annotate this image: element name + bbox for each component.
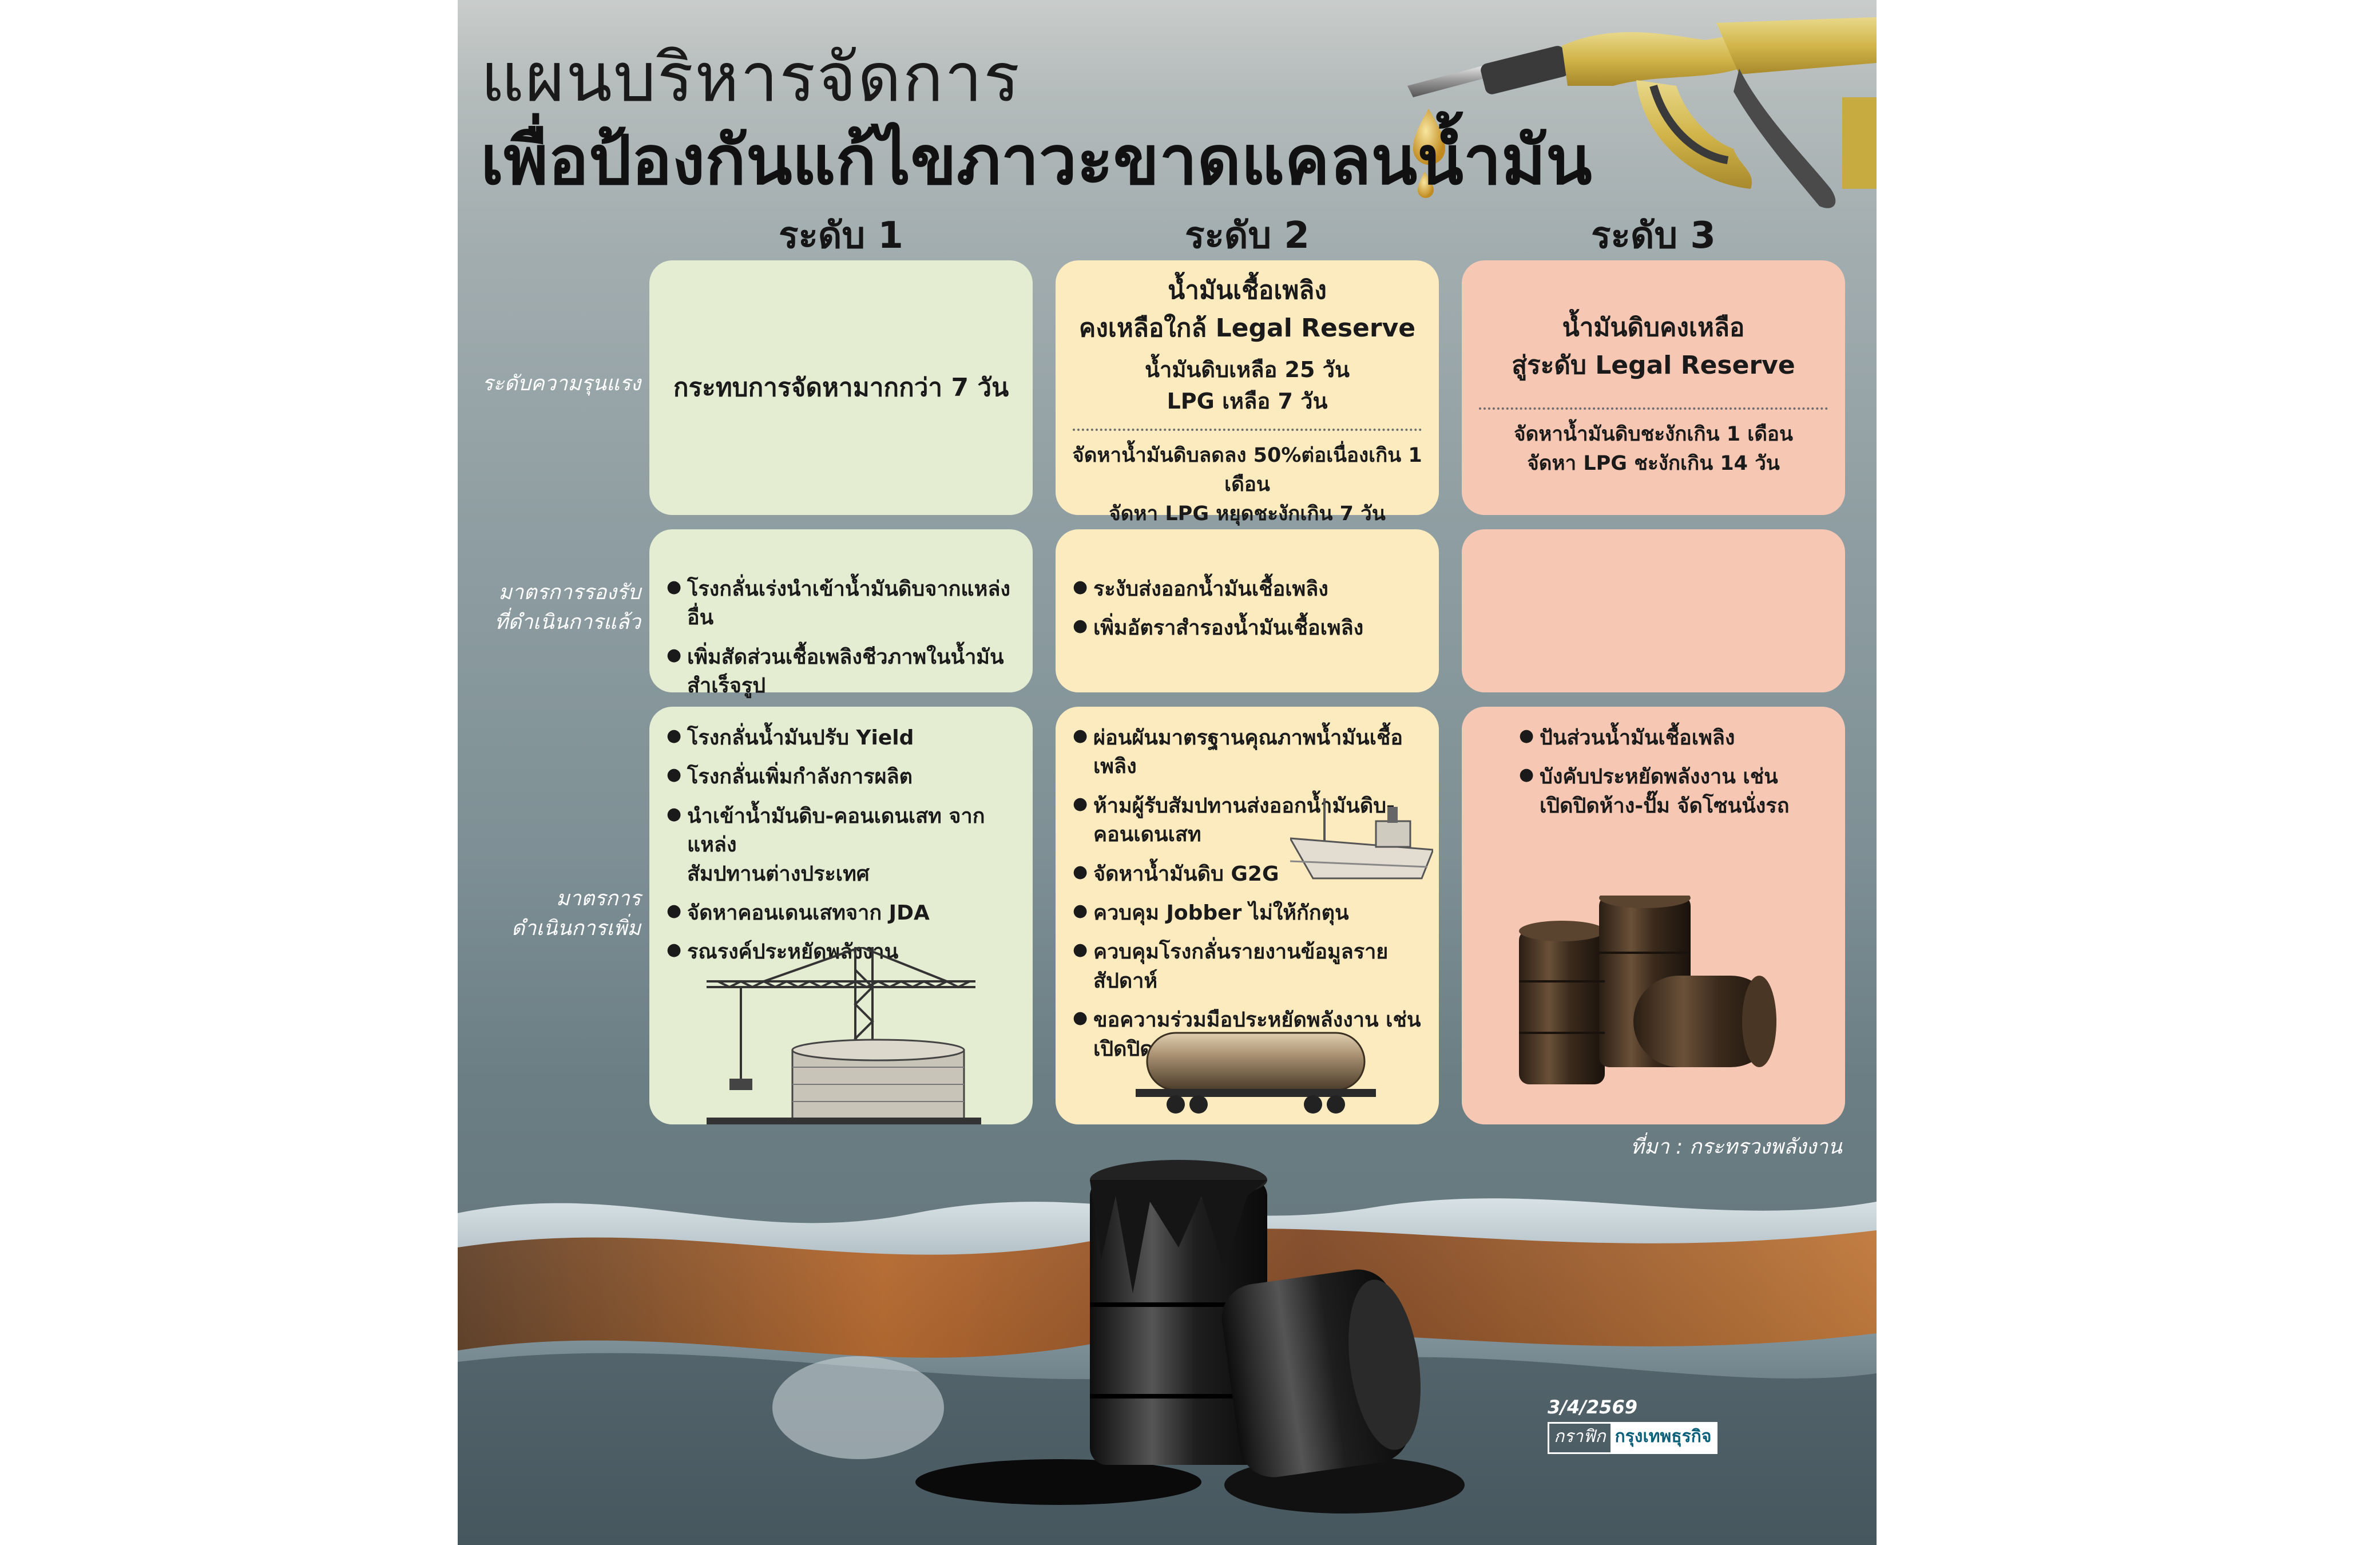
list-item: ควบคุมโรงกลั่นรายงานข้อมูลรายสัปดาห์ xyxy=(1073,938,1433,996)
level-2-header: ระดับ 2 xyxy=(1185,215,1310,257)
infographic-poster: แผนบริหารจัดการ เพื่อป้องกันแก้ไขภาวะขาด… xyxy=(458,0,1877,1545)
title-line-1: แผนบริหารจัดการ xyxy=(481,38,1021,117)
list-item: ห้ามผู้รับสัมปทานส่งออกน้ำมันดิบ- คอนเดน… xyxy=(1073,792,1433,850)
severity-level-2-title-1: น้ำมันเชื้อเพลิง xyxy=(1168,276,1327,305)
row-label-additional-line-2: ดำเนินการเพิ่ม xyxy=(511,917,641,941)
severity-level-1-text: กระทบการจัดหามากกว่า 7 วัน xyxy=(673,373,1009,402)
severity-card-level-1: กระทบการจัดหามากกว่า 7 วัน xyxy=(649,260,1033,515)
severity-level-2-line-3: จัดหาน้ำมันดิบลดลง 50%ต่อเนื่องเกิน 1 เด… xyxy=(1072,444,1422,496)
oil-wave-illustration xyxy=(458,1160,1877,1545)
list-item: จัดหาคอนเดนเสทจาก JDA xyxy=(667,899,1027,928)
severity-card-level-3: น้ำมันดิบคงเหลือ สู่ระดับ Legal Reserve … xyxy=(1462,260,1845,515)
additional-card-level-3: ปันส่วนน้ำมันเชื้อเพลิง บังคับประหยัดพลั… xyxy=(1462,707,1845,1124)
list-item: จัดหาน้ำมันดิบ G2G xyxy=(1073,860,1433,889)
oil-tank-train-car-icon xyxy=(1136,1032,1376,1114)
crane-oil-tank-icon xyxy=(707,947,981,1124)
divider xyxy=(1073,429,1422,431)
fuel-nozzle-icon xyxy=(1407,17,1877,208)
list-item: ผ่อนผันมาตรฐานคุณภาพน้ำมันเชื้อเพลิง xyxy=(1073,724,1433,782)
credit-badge: กราฟิก กรุงเทพธุรกิจ xyxy=(1548,1422,1718,1454)
severity-level-2-line-2: LPG เหลือ 7 วัน xyxy=(1167,389,1328,414)
severity-level-2-title-2: คงเหลือใกล้ Legal Reserve xyxy=(1078,314,1416,343)
level-3-header: ระดับ 3 xyxy=(1591,215,1716,257)
date-label: 3/4/2569 xyxy=(1548,1396,1637,1418)
list-item: นำเข้าน้ำมันดิบ-คอนเดนเสท จากแหล่ง สัมปท… xyxy=(667,802,1027,889)
severity-level-3-title-2: สู่ระดับ Legal Reserve xyxy=(1512,351,1795,380)
oil-barrels-icon xyxy=(1519,896,1776,1084)
severity-level-3-line-2: จัดหา LPG ชะงักเกิน 14 วัน xyxy=(1527,451,1780,475)
credit-label: กราฟิก xyxy=(1554,1427,1606,1447)
row-label-done-line-2: ที่ดำเนินการแล้ว xyxy=(494,611,641,635)
row-label-done: มาตรการรองรับ ที่ดำเนินการแล้ว xyxy=(475,578,641,637)
done-card-level-3 xyxy=(1462,529,1845,692)
severity-card-level-2: น้ำมันเชื้อเพลิง คงเหลือใกล้ Legal Reser… xyxy=(1056,260,1439,525)
oil-tanker-ship-icon xyxy=(1290,798,1433,880)
level-1-header: ระดับ 1 xyxy=(779,215,903,257)
row-label-additional-line-1: มาตรการ xyxy=(556,887,641,910)
list-item: ระงับส่งออกน้ำมันเชื้อเพลิง xyxy=(1073,575,1433,604)
severity-level-2-line-1: น้ำมันดิบเหลือ 25 วัน xyxy=(1145,357,1350,382)
severity-level-2-line-4: จัดหา LPG หยุดชะงักเกิน 7 วัน xyxy=(1109,502,1386,525)
additional-card-level-2: ผ่อนผันมาตรฐานคุณภาพน้ำมันเชื้อเพลิง ห้า… xyxy=(1056,707,1439,1124)
list-item: เพิ่มสัดส่วนเชื้อเพลิงชีวภาพในน้ำมันสำเร… xyxy=(667,643,1027,701)
divider xyxy=(1479,407,1828,410)
source-note: ที่มา : กระทรวงพลังงาน xyxy=(1631,1135,1842,1159)
severity-level-3-title-1: น้ำมันดิบคงเหลือ xyxy=(1562,313,1745,342)
additional-list-level-3: ปันส่วนน้ำมันเชื้อเพลิง บังคับประหยัดพลั… xyxy=(1519,724,1839,821)
list-item: โรงกลั่นน้ำมันปรับ Yield xyxy=(667,724,1027,752)
row-label-additional: มาตรการ ดำเนินการเพิ่ม xyxy=(475,884,641,944)
additional-card-level-1: โรงกลั่นน้ำมันปรับ Yield โรงกลั่นเพิ่มกำ… xyxy=(649,707,1033,1124)
row-label-severity: ระดับความรุนแรง xyxy=(482,372,641,395)
done-list-level-2: ระงับส่งออกน้ำมันเชื้อเพลิง เพิ่มอัตราสำ… xyxy=(1073,575,1433,643)
row-label-done-line-1: มาตรการรองรับ xyxy=(498,581,641,604)
list-item: รณรงค์ประหยัดพลังงาน xyxy=(667,938,1027,966)
list-item: บังคับประหยัดพลังงาน เช่น เปิดปิดห้าง-ปั… xyxy=(1519,763,1839,821)
credit-brand: กรุงเทพธุรกิจ xyxy=(1610,1424,1716,1452)
severity-level-3-line-1: จัดหาน้ำมันดิบชะงักเกิน 1 เดือน xyxy=(1514,423,1793,446)
list-item: ควบคุม Jobber ไม่ให้กักตุน xyxy=(1073,899,1433,928)
additional-list-level-1: โรงกลั่นน้ำมันปรับ Yield โรงกลั่นเพิ่มกำ… xyxy=(667,724,1027,967)
list-item: เพิ่มอัตราสำรองน้ำมันเชื้อเพลิง xyxy=(1073,614,1433,643)
list-item: โรงกลั่นเร่งนำเข้าน้ำมันดิบจากแหล่งอื่น xyxy=(667,575,1027,633)
done-list-level-1: โรงกลั่นเร่งนำเข้าน้ำมันดิบจากแหล่งอื่น … xyxy=(667,575,1027,701)
done-card-level-2: ระงับส่งออกน้ำมันเชื้อเพลิง เพิ่มอัตราสำ… xyxy=(1056,529,1439,692)
list-item: โรงกลั่นเพิ่มกำลังการผลิต xyxy=(667,763,1027,791)
list-item: ปันส่วนน้ำมันเชื้อเพลิง xyxy=(1519,724,1839,752)
done-card-level-1: โรงกลั่นเร่งนำเข้าน้ำมันดิบจากแหล่งอื่น … xyxy=(649,529,1033,698)
title-line-2: เพื่อป้องกันแก้ไขภาวะขาดแคลนน้ำมัน xyxy=(481,121,1592,200)
additional-list-level-2: ผ่อนผันมาตรฐานคุณภาพน้ำมันเชื้อเพลิง ห้า… xyxy=(1073,724,1433,1064)
